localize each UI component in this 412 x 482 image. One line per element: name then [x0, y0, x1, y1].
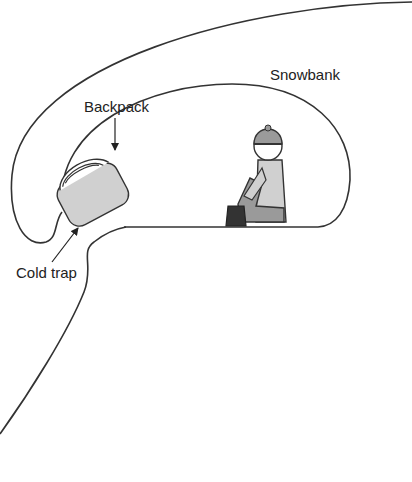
tunnel-floor	[0, 227, 126, 434]
snowbank-outline	[11, 2, 412, 243]
part-label: Backpack	[84, 98, 149, 116]
callout-label: Cold trap	[16, 264, 77, 282]
person-figure	[226, 125, 286, 226]
region-label: Snowbank	[270, 66, 340, 84]
cold-trap-leader	[52, 228, 78, 262]
backpack-symbol	[48, 149, 133, 230]
backpack-leader	[114, 118, 115, 150]
